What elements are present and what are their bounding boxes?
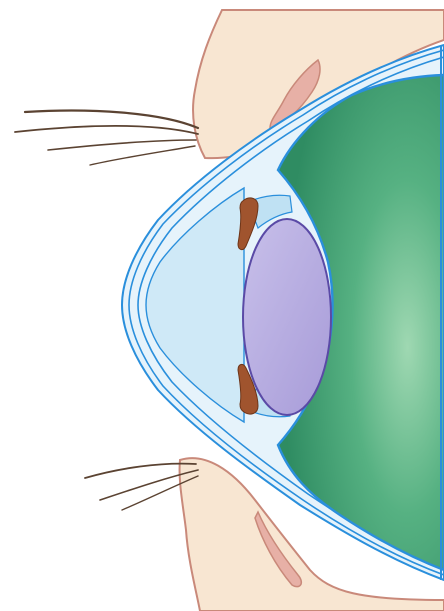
- lens: [243, 219, 331, 415]
- upper-eyelashes: [15, 111, 198, 165]
